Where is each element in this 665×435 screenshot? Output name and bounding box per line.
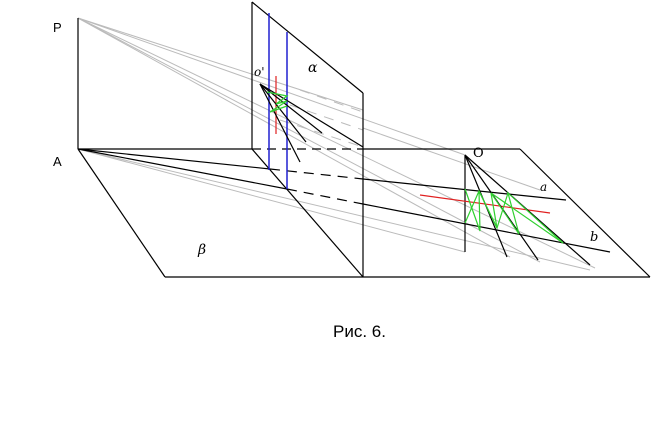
label-O: O <box>473 146 484 161</box>
figure-caption: Рис. 6. <box>333 322 386 341</box>
label-P: P <box>53 20 62 35</box>
plane-alpha <box>251 1 364 278</box>
label-o-prime: o' <box>254 65 265 79</box>
line-a <box>77 148 567 201</box>
projection-rays <box>77 17 596 271</box>
label-beta: β <box>198 242 207 258</box>
plane-beta <box>77 148 651 278</box>
line-b <box>77 148 611 253</box>
image-in-alpha <box>259 76 364 163</box>
label-alpha: α <box>308 60 318 76</box>
label-a: a <box>540 180 548 194</box>
label-A: A <box>53 154 62 169</box>
object-on-beta <box>419 154 591 266</box>
label-b: b <box>590 230 599 245</box>
